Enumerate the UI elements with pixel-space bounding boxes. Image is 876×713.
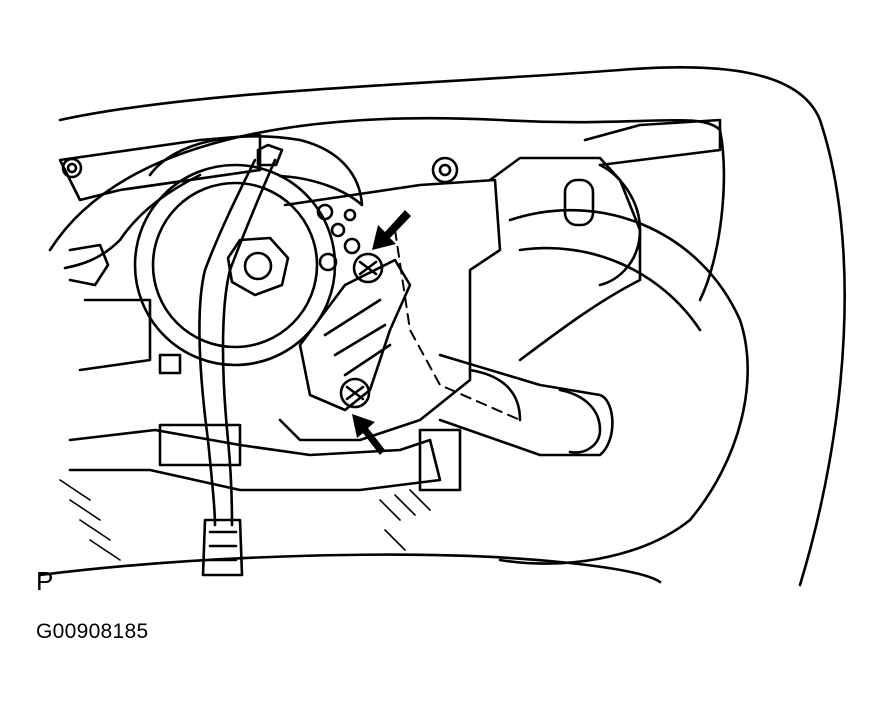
column-cover-left: [58, 133, 262, 202]
wire-harness-1: [198, 158, 257, 527]
spiral-cable-inner: [151, 181, 319, 349]
mount-hole-left: [61, 157, 83, 179]
combination-switch-body: [278, 178, 502, 442]
spiral-cable-ring: [148, 135, 364, 207]
view-label: P: [36, 566, 54, 596]
lower-stalk: [438, 353, 614, 457]
upper-screw: [352, 252, 384, 284]
wire-harness-3: [63, 173, 202, 270]
hatch-left: [59, 479, 121, 561]
switch-bracket-hole-1: [316, 203, 334, 221]
rim-lower-edge: [38, 553, 662, 584]
steering-shaft-nut: [226, 236, 290, 297]
steering-wheel-rim-inner: [48, 116, 726, 302]
steering-wheel-rim-outer: [58, 66, 846, 587]
alignment-centerline: [394, 229, 521, 421]
lower-bracket: [158, 423, 242, 467]
left-fitting: [68, 243, 110, 287]
figure-code: G00908185: [36, 620, 149, 643]
upper-stalk: [583, 118, 722, 167]
sensor-module: [298, 258, 412, 412]
wheel-hub-sweep: [498, 208, 749, 565]
wire-harness-2: [221, 158, 277, 527]
collar-slot: [563, 178, 595, 227]
arrow-lower-screw: [352, 414, 385, 455]
lower-screw: [339, 377, 371, 409]
lever-collar: [488, 156, 642, 362]
hatch-right: [379, 489, 431, 551]
switch-bracket-hole-2: [431, 156, 459, 184]
lower-housing: [68, 428, 442, 492]
connector-plug: [201, 518, 244, 577]
arrow-upper-screw: [372, 210, 411, 250]
